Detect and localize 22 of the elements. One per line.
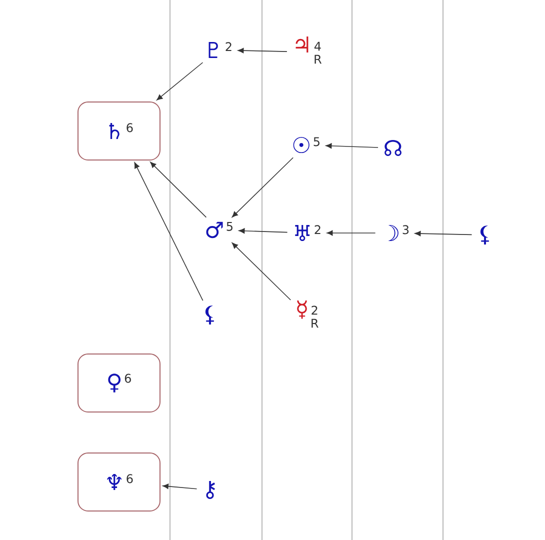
arrow xyxy=(238,48,288,54)
arrow xyxy=(326,230,376,236)
planet-symbol: ☿ 2 R xyxy=(297,300,318,328)
arrow xyxy=(162,484,198,490)
planet-symbol: ♃ 4 R xyxy=(296,36,322,64)
arrow xyxy=(134,162,204,301)
planet-symbol: ☉ 5 xyxy=(293,136,320,154)
planet-symbol: ♅ 2 xyxy=(295,224,320,242)
planet-symbol: ♇ 2 xyxy=(208,42,232,58)
planet-box: ♄ 6 xyxy=(78,102,160,160)
planet-symbol: ⚷ xyxy=(206,481,216,499)
arrow xyxy=(414,230,472,236)
arrow xyxy=(150,162,207,218)
arrow xyxy=(232,242,292,300)
arrow xyxy=(156,62,204,100)
arrow xyxy=(238,228,288,234)
planet-symbol: ☊ xyxy=(384,140,402,156)
planet-symbol: ⚸ xyxy=(205,306,214,324)
planet-symbol: ⚸ xyxy=(480,226,489,244)
arrow xyxy=(326,143,378,149)
planet-box: ♆ 6 xyxy=(78,452,160,512)
arrow xyxy=(232,157,294,218)
